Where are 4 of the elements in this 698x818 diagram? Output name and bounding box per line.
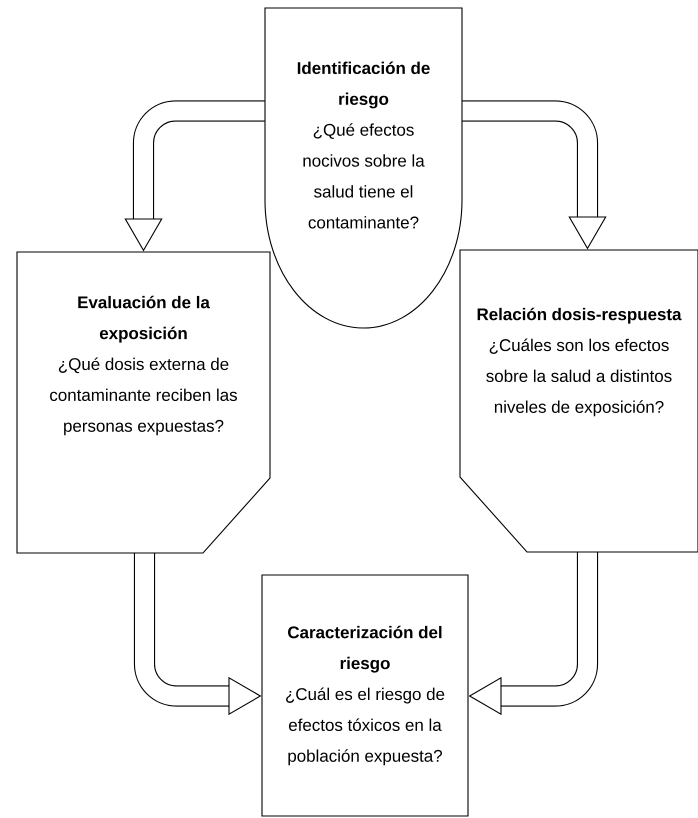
process-box: Relación dosis-respuesta ¿Cuáles son los efectos sobre la salud a distintos niveles de exposición? [459, 249, 698, 553]
process-box: Caracterización del riesgo ¿Cuál es el riesgo de efectos tóxicos en la población expuesta? [261, 574, 469, 817]
process-box: Evaluación de la exposición ¿Qué dosis externa de contaminante reciben las personas expuestas? [16, 251, 271, 554]
shield-box: Identificación de riesgo ¿Qué efectos nocivos sobre la salud tiene el contaminante? [264, 7, 463, 329]
